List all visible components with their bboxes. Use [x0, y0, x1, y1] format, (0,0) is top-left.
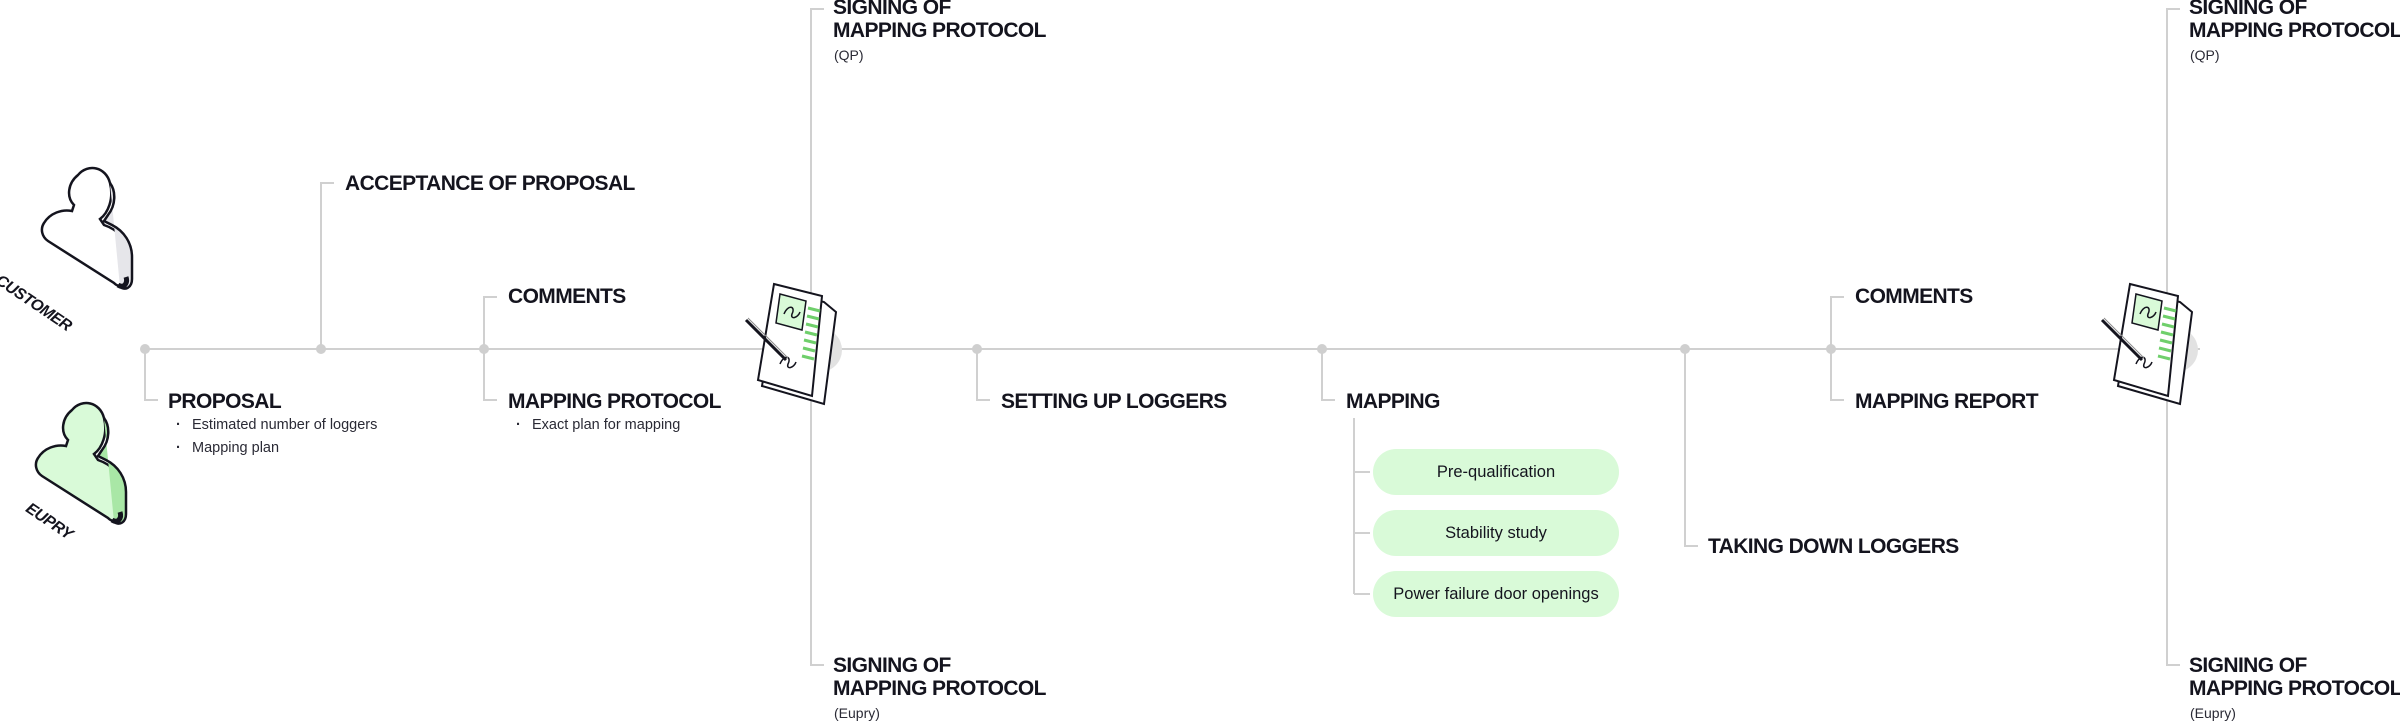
signing-line1: SIGNING OF [833, 0, 951, 19]
signing-sub: (QP) [834, 47, 864, 63]
signing-line2: MAPPING PROTOCOL [833, 677, 1046, 700]
connector-setting-up [976, 349, 990, 401]
timeline-dot [1317, 344, 1327, 354]
signing-sub: (QP) [2190, 47, 2220, 63]
connector-signing-top-2 [2166, 8, 2180, 349]
connector-comments-1 [483, 296, 497, 349]
stage-title-comments-1: COMMENTS [508, 285, 626, 308]
stage-title-setting-up: SETTING UP LOGGERS [1001, 390, 1227, 413]
connector-acceptance [320, 182, 334, 349]
connector-mapping-protocol [483, 349, 497, 401]
stage-title-mapping-report: MAPPING REPORT [1855, 390, 2039, 413]
list-item: Exact plan for mapping [510, 414, 680, 437]
connector-mapping-report [1830, 349, 1844, 401]
timeline-dot [316, 344, 326, 354]
stage-title-proposal: PROPOSAL [168, 390, 282, 413]
customer-person-icon [40, 166, 134, 290]
signing-sub: (Eupry) [834, 705, 880, 721]
signed-document-icon [2100, 282, 2198, 406]
mapping-item-pill: Power failure door openings [1373, 571, 1619, 617]
list-item: Estimated number of loggers [170, 414, 377, 437]
stage-title-mapping-protocol: MAPPING PROTOCOL [508, 390, 721, 413]
mapping-item-pill: Pre-qualification [1373, 449, 1619, 495]
timeline-dot [1680, 344, 1690, 354]
timeline-dot [972, 344, 982, 354]
stage-title-comments-2: COMMENTS [1855, 285, 1973, 308]
timeline-dot [140, 344, 150, 354]
mapping-item-pill: Stability study [1373, 510, 1619, 556]
stage-title-acceptance: ACCEPTANCE OF PROPOSAL [345, 172, 635, 195]
signing-line2: MAPPING PROTOCOL [2189, 677, 2400, 700]
signing-line1: SIGNING OF [2189, 0, 2307, 19]
stage-title-taking-down: TAKING DOWN LOGGERS [1708, 535, 1959, 558]
signing-line1: SIGNING OF [2189, 654, 2307, 677]
timeline-dot [479, 344, 489, 354]
signing-sub: (Eupry) [2190, 705, 2236, 721]
eupry-person-icon [34, 401, 128, 525]
signing-line2: MAPPING PROTOCOL [2189, 19, 2400, 42]
connector-comments-2 [1830, 296, 1844, 349]
connector-taking-down [1684, 349, 1698, 547]
connector-mapping [1321, 349, 1335, 401]
signing-line1: SIGNING OF [833, 654, 951, 677]
connector-signing-bottom-1 [810, 349, 824, 666]
connector-proposal [144, 349, 158, 401]
proposal-bullets: Estimated number of loggers Mapping plan [170, 414, 377, 460]
list-item: Mapping plan [170, 437, 377, 460]
timeline-dot [1826, 344, 1836, 354]
connector-signing-bottom-2 [2166, 349, 2180, 666]
signed-document-icon [744, 282, 842, 406]
mapping-protocol-bullets: Exact plan for mapping [510, 414, 680, 437]
signing-line2: MAPPING PROTOCOL [833, 19, 1046, 42]
connector-signing-top-1 [810, 8, 824, 349]
stage-title-mapping: MAPPING [1346, 390, 1440, 413]
